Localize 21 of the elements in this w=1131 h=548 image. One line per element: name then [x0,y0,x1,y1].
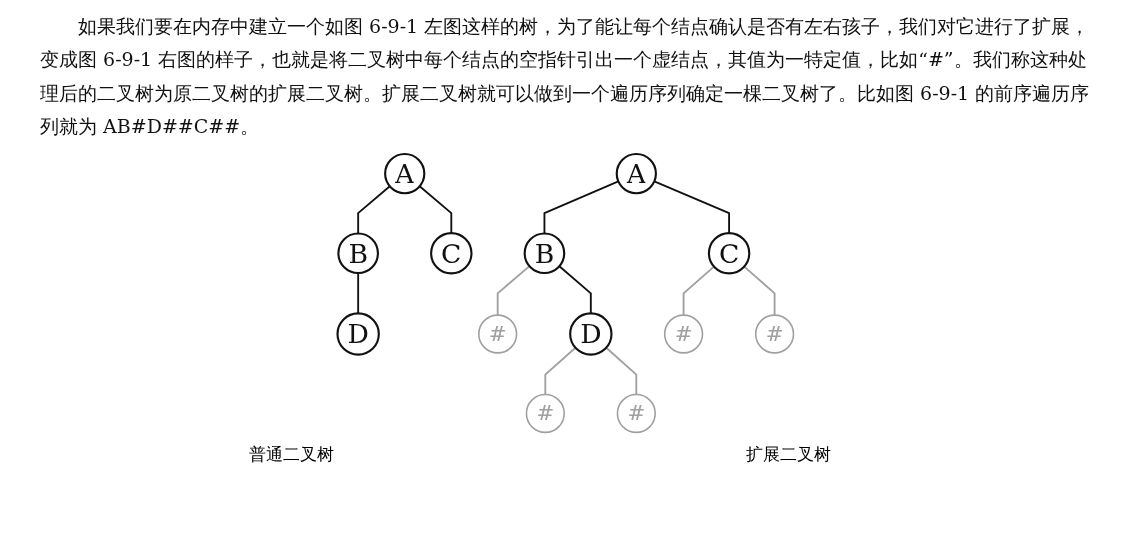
node-circle: B [337,232,379,275]
node-circle: A [384,152,426,195]
connector [682,265,715,317]
paragraph: 如果我们要在内存中建立一个如图 6-9-1 左图这样的树，为了能让每个结点确认是否有左右孩子，我们对它进行了扩展，变成图 6-9-1 右图的样子，也就是将二叉树中每个结点的空指针引出一个虚结点，其值为一特定值，比如“#”。我们称这种处理后的二叉树为原二叉树的扩展二叉树。扩展二叉树就可以做到一个遍历序列确定一棵二叉树了。比如图 6-9-1 的前序遍历序列就为 AB#D##C##。 [40,14,1091,139]
node-circle: # [754,314,795,354]
figure-caption: 普通二叉树 [248,443,334,466]
node-circle: # [525,393,565,434]
node-circle: D [336,312,380,356]
connector [544,346,577,396]
node-circle: # [663,314,704,354]
node-circle: # [478,314,518,354]
node-circle: # [616,393,656,434]
connector [605,346,638,396]
node-circle: B [523,232,566,275]
node-circle: D [569,312,613,356]
connector [743,265,776,317]
connector [496,265,531,317]
node-circle: C [430,232,473,275]
node-circle: C [707,232,751,275]
node-circle: A [615,152,657,195]
figure-caption: 扩展二叉树 [746,443,832,466]
